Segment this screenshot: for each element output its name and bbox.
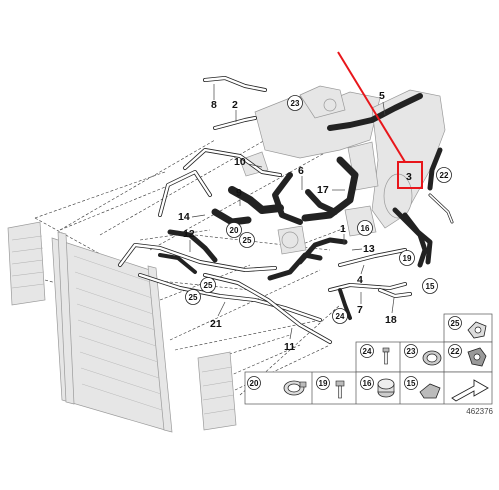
callout-12: 12	[183, 228, 195, 240]
circled-callouts: 23 22 16 20 25 19 15 25 25 24	[185, 95, 452, 324]
callout-14: 14	[178, 211, 190, 223]
callout-11: 11	[284, 341, 295, 353]
radiator-small-left	[7, 221, 46, 306]
legend-label-20: 20	[250, 379, 259, 388]
callout-10: 10	[234, 156, 246, 168]
coolant-hoses	[158, 93, 443, 320]
circled-callout-25-upper: 25	[243, 236, 252, 245]
hose-clamp-icon	[467, 321, 487, 339]
circled-callout-19: 19	[403, 254, 412, 263]
spring-clamp-icon	[422, 350, 442, 366]
part-callouts: 8 2 5 3 10 6 17 9 14 12 1 13 4 7 18 21 1…	[178, 84, 412, 353]
bolt-icon	[335, 380, 345, 399]
circled-callout-16: 16	[361, 224, 370, 233]
legend-label-16: 16	[363, 379, 372, 388]
seal-ring-icon	[377, 378, 395, 398]
callout-1: 1	[340, 223, 346, 235]
legend-label-15: 15	[407, 379, 416, 388]
radiator-small-bottom	[197, 351, 237, 431]
callout-21: 21	[210, 318, 222, 330]
highlight-marker	[337, 51, 423, 189]
circled-callout-25-lower: 25	[189, 293, 198, 302]
direction-arrow-icon	[451, 379, 489, 402]
hose-connector-icon	[467, 347, 487, 367]
water-pump	[277, 225, 307, 255]
callout-18: 18	[385, 314, 397, 326]
callout-7: 7	[357, 304, 363, 316]
hose-clip-icon	[419, 383, 441, 399]
parts-legend: 25 24 23 22 20	[244, 313, 493, 405]
clamp-ring-icon	[283, 380, 307, 396]
coolant-pipes	[118, 76, 454, 344]
legend-label-25: 25	[451, 319, 460, 328]
circled-callout-25-middle: 25	[204, 281, 213, 290]
legend-label-22: 22	[451, 347, 460, 356]
circled-callout-20: 20	[230, 226, 239, 235]
highlight-box	[397, 161, 423, 189]
callout-9: 9	[236, 187, 242, 199]
turbocharger-housing	[347, 89, 446, 229]
circled-callout-15: 15	[426, 282, 435, 291]
legend-label-24: 24	[363, 347, 372, 356]
callout-8: 8	[211, 99, 217, 111]
legend-label-23: 23	[407, 347, 416, 356]
radiator-main	[51, 231, 173, 433]
callout-4: 4	[357, 274, 363, 286]
diagram-number: 462376	[466, 407, 493, 416]
callout-2: 2	[232, 99, 238, 111]
callout-17: 17	[317, 184, 329, 196]
circled-callout-23: 23	[291, 99, 300, 108]
callout-6: 6	[298, 165, 304, 177]
engine-block-top	[254, 85, 381, 159]
callout-5: 5	[379, 90, 385, 102]
circled-callout-22: 22	[440, 171, 449, 180]
callout-13: 13	[363, 243, 375, 255]
callout-3: 3	[406, 171, 412, 183]
legend-label-19: 19	[319, 379, 328, 388]
bleed-screw-icon	[382, 347, 390, 365]
circled-callout-24: 24	[336, 312, 345, 321]
